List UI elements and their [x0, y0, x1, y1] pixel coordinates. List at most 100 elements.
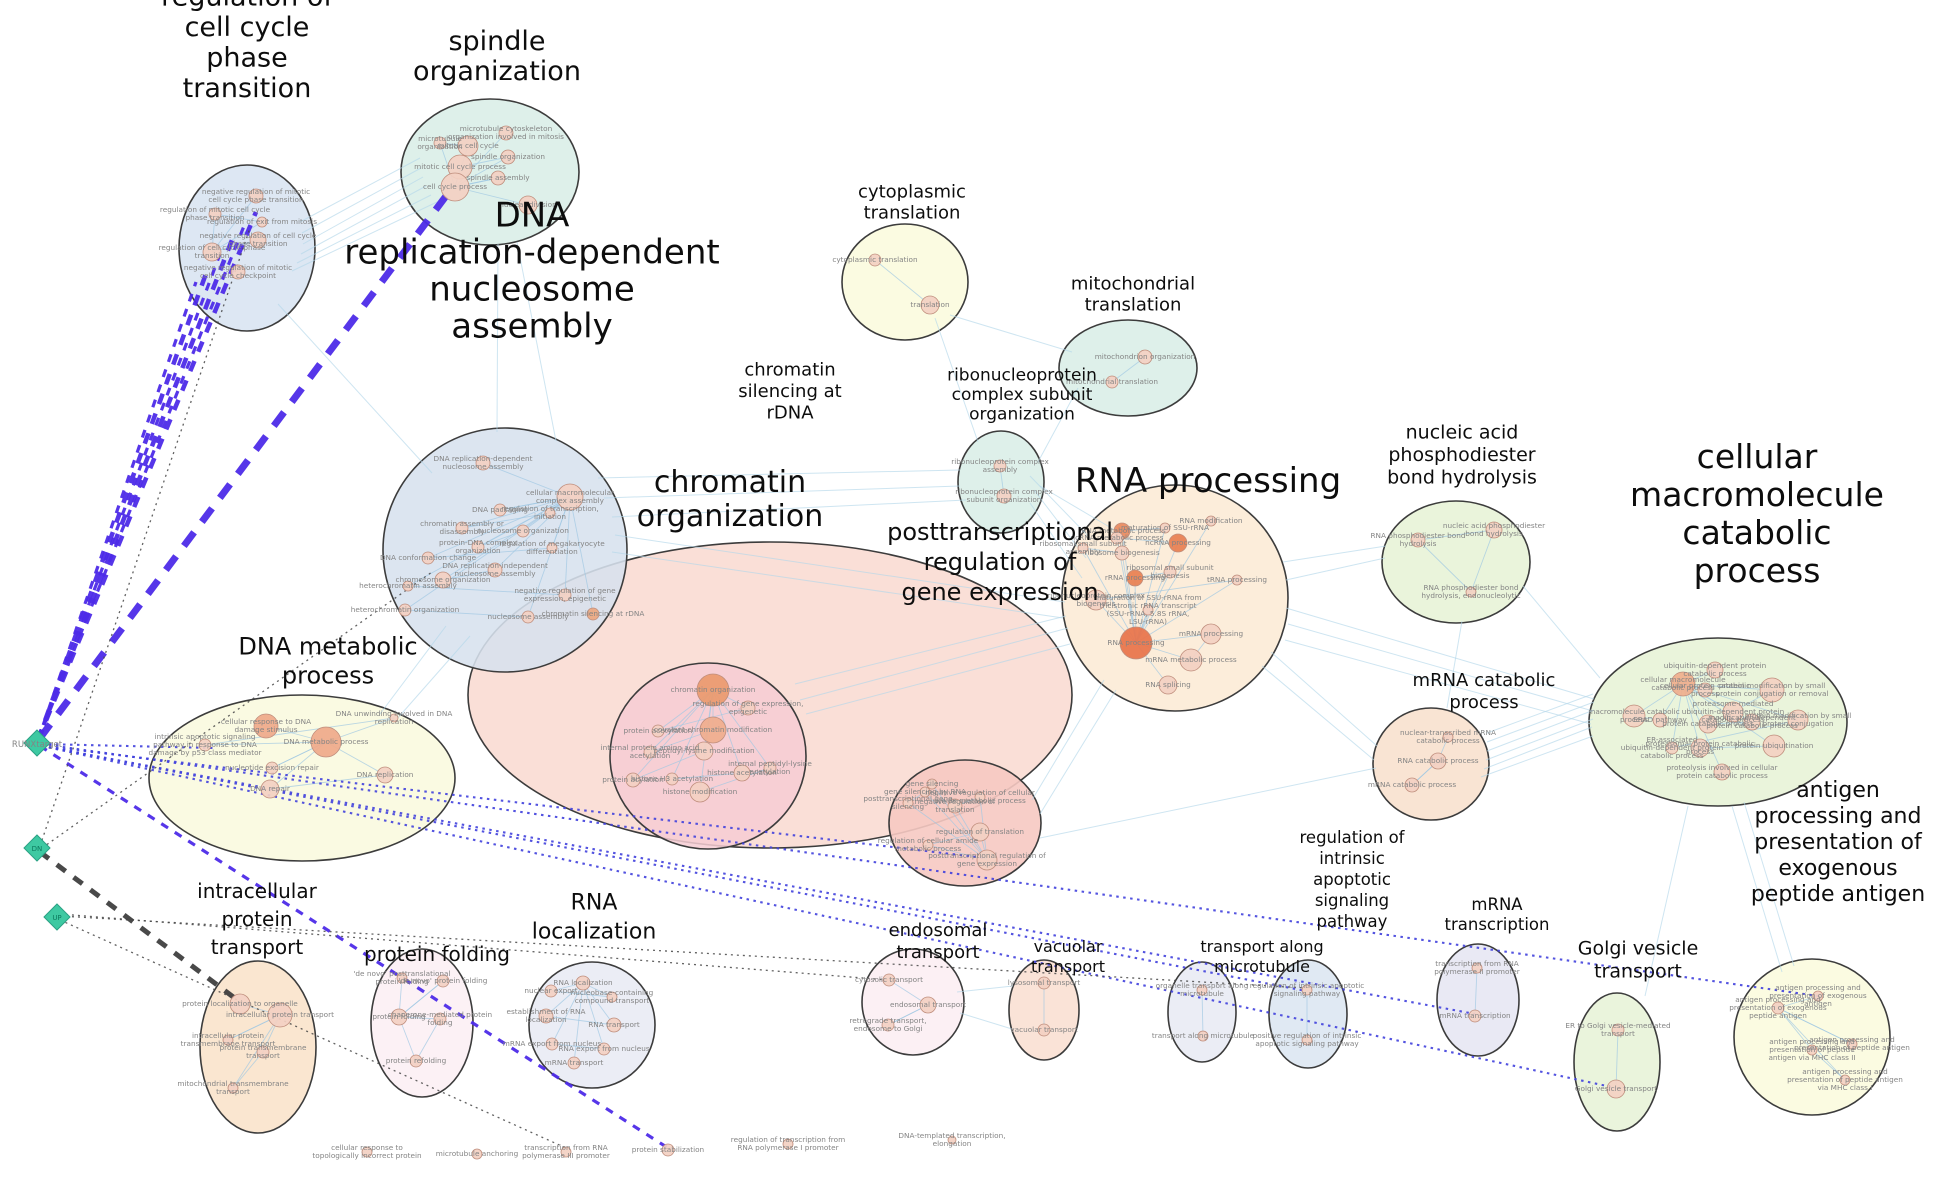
- node-circle[interactable]: [1301, 984, 1313, 996]
- node-circle[interactable]: [471, 540, 485, 554]
- node-circle[interactable]: [471, 1148, 483, 1160]
- node-circle[interactable]: [651, 724, 665, 738]
- node-circle[interactable]: [694, 741, 714, 761]
- node-circle[interactable]: [1812, 990, 1824, 1002]
- node-circle[interactable]: [1404, 777, 1420, 793]
- edge-black-dot[interactable]: [41, 571, 433, 849]
- node-circle[interactable]: [1105, 375, 1119, 389]
- node-circle[interactable]: [487, 562, 503, 578]
- node-circle[interactable]: [1759, 677, 1785, 703]
- node-circle[interactable]: [920, 295, 940, 315]
- node-circle[interactable]: [1077, 542, 1089, 554]
- node-circle[interactable]: [1442, 731, 1454, 743]
- node-circle[interactable]: [398, 603, 412, 617]
- node-circle[interactable]: [733, 764, 751, 782]
- node-circle[interactable]: [1119, 626, 1153, 660]
- node-circle[interactable]: [606, 991, 618, 1003]
- edge-blue-dot[interactable]: [41, 742, 214, 750]
- node-circle[interactable]: [545, 1037, 559, 1051]
- edge-blue-dot[interactable]: [41, 742, 1819, 998]
- node-circle[interactable]: [689, 781, 711, 803]
- node-circle[interactable]: [493, 503, 507, 517]
- node-circle[interactable]: [490, 170, 506, 186]
- edge-blue-dash-med[interactable]: [36, 225, 246, 741]
- node-circle[interactable]: [575, 975, 591, 991]
- node-circle[interactable]: [597, 1042, 611, 1056]
- node-circle[interactable]: [947, 1135, 957, 1145]
- node-circle[interactable]: [1468, 1009, 1482, 1023]
- node-circle[interactable]: [1159, 522, 1171, 534]
- node-circle[interactable]: [1429, 752, 1447, 770]
- node-circle[interactable]: [1168, 533, 1188, 553]
- node-circle[interactable]: [1197, 1030, 1209, 1042]
- node-circle[interactable]: [606, 1017, 622, 1033]
- node-circle[interactable]: [1698, 714, 1718, 734]
- node-circle[interactable]: [421, 551, 435, 565]
- node-circle[interactable]: [521, 610, 535, 624]
- node-circle[interactable]: [881, 1018, 895, 1032]
- cluster-ellipse-rna-localization[interactable]: [528, 961, 656, 1089]
- node-circle[interactable]: [1706, 661, 1724, 679]
- node-circle[interactable]: [433, 1012, 447, 1026]
- node-circle[interactable]: [1085, 589, 1107, 611]
- cluster-ellipse-transport-along-microtubule[interactable]: [1167, 961, 1237, 1063]
- edge-blue-dot[interactable]: [41, 744, 1476, 1016]
- node-circle[interactable]: [248, 188, 264, 204]
- node-circle[interactable]: [1142, 604, 1154, 616]
- edge-blue-dash-xthick[interactable]: [37, 185, 455, 741]
- node-circle[interactable]: [1471, 962, 1483, 974]
- node-circle[interactable]: [516, 524, 530, 538]
- node-circle[interactable]: [560, 1146, 572, 1158]
- node-circle[interactable]: [1126, 569, 1144, 587]
- node-circle[interactable]: [740, 700, 756, 716]
- node-circle[interactable]: [1839, 1074, 1851, 1086]
- node-circle[interactable]: [882, 973, 896, 987]
- node-circle[interactable]: [256, 1045, 270, 1059]
- node-circle[interactable]: [1665, 741, 1679, 755]
- node-circle[interactable]: [1806, 1044, 1818, 1056]
- node-circle[interactable]: [1652, 712, 1668, 728]
- edge-blue-dot[interactable]: [41, 744, 986, 860]
- node-circle[interactable]: [229, 993, 251, 1015]
- node-circle[interactable]: [1137, 349, 1153, 365]
- cluster-ellipse-regulation-intrinsic-apoptotic[interactable]: [1268, 959, 1348, 1069]
- node-circle[interactable]: [310, 726, 342, 758]
- node-circle[interactable]: [1771, 1001, 1785, 1015]
- node-circle[interactable]: [544, 507, 556, 519]
- node-circle[interactable]: [1410, 532, 1426, 548]
- node-circle[interactable]: [919, 786, 931, 798]
- node-circle[interactable]: [1713, 763, 1731, 781]
- edge-blue-dash-thick[interactable]: [35, 267, 211, 741]
- node-circle[interactable]: [661, 1143, 675, 1157]
- cluster-ellipse-rnp-complex-subunit-organization[interactable]: [957, 430, 1045, 534]
- node-circle[interactable]: [440, 172, 470, 202]
- node-circle[interactable]: [970, 822, 990, 842]
- diamond-node-runx-target[interactable]: [23, 729, 51, 757]
- node-circle[interactable]: [260, 779, 280, 799]
- node-circle[interactable]: [230, 264, 246, 280]
- node-circle[interactable]: [267, 1002, 293, 1028]
- diamond-node-up[interactable]: [43, 903, 71, 931]
- node-circle[interactable]: [436, 974, 450, 988]
- cluster-ellipse-antigen-processing[interactable]: [1733, 958, 1891, 1116]
- node-circle[interactable]: [1037, 1023, 1051, 1037]
- node-circle[interactable]: [1231, 574, 1243, 586]
- node-circle[interactable]: [996, 488, 1012, 504]
- node-circle[interactable]: [1622, 704, 1646, 728]
- node-circle[interactable]: [256, 216, 268, 228]
- node-circle[interactable]: [376, 766, 394, 784]
- node-circle[interactable]: [396, 972, 408, 984]
- node-circle[interactable]: [1163, 565, 1177, 579]
- node-circle[interactable]: [699, 716, 727, 744]
- node-circle[interactable]: [457, 135, 479, 157]
- node-circle[interactable]: [868, 253, 882, 267]
- node-circle[interactable]: [455, 521, 469, 535]
- diamond-node-dn[interactable]: [23, 834, 51, 862]
- node-circle[interactable]: [643, 745, 657, 759]
- node-circle[interactable]: [253, 713, 279, 739]
- edge-black-dot[interactable]: [59, 915, 1307, 989]
- node-circle[interactable]: [546, 542, 558, 554]
- node-circle[interactable]: [763, 761, 777, 775]
- node-circle[interactable]: [1697, 682, 1713, 698]
- cluster-ellipse-cellular-macromolecule-catabolic[interactable]: [1588, 637, 1848, 807]
